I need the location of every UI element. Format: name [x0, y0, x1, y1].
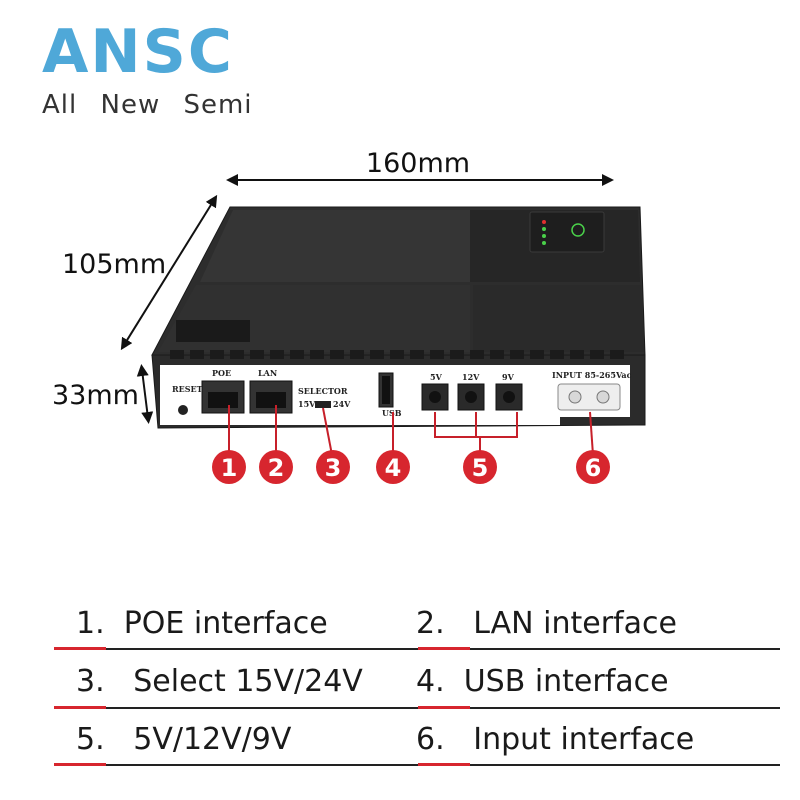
- svg-text:5: 5: [472, 454, 489, 482]
- legend-item-6: 6. Input interface: [416, 722, 695, 757]
- marker-4: 4: [376, 450, 410, 484]
- legend-item-3: 3. Select 15V/24V: [76, 664, 363, 699]
- ac-input-socket: [557, 383, 621, 411]
- marker-1: 1: [212, 450, 246, 484]
- svg-text:6: 6: [585, 454, 602, 482]
- legend-item-1: 1. POE interface: [76, 606, 328, 641]
- status-panel: [529, 211, 605, 253]
- legend-item-5: 5. 5V/12V/9V: [76, 722, 292, 757]
- power-icon: [571, 223, 585, 237]
- selector-24v: 24V: [333, 399, 351, 409]
- logo-mark: ANSC: [42, 17, 234, 87]
- selector-switch: [315, 401, 331, 408]
- marker-6: 6: [576, 450, 610, 484]
- dc-9v-label: 9V: [502, 372, 515, 382]
- dc-5v-port: [421, 383, 449, 411]
- svg-text:2: 2: [268, 454, 285, 482]
- svg-text:3: 3: [325, 454, 342, 482]
- depth-arrow: [120, 194, 218, 351]
- svg-text:1: 1: [221, 454, 238, 482]
- svg-text:4: 4: [385, 454, 402, 482]
- dc-12v-port: [457, 383, 485, 411]
- legend-item-2: 2. LAN interface: [416, 606, 677, 641]
- reset-hole: [178, 405, 188, 415]
- height-arrow: [136, 364, 154, 424]
- usb-label: USB: [382, 408, 402, 418]
- lan-label: LAN: [258, 368, 277, 378]
- brand-logo: ANSC All New Semi: [42, 22, 272, 122]
- logo-subtitle: All New Semi: [42, 90, 253, 120]
- dc-12v-label: 12V: [462, 372, 480, 382]
- device-label-plate: [176, 320, 250, 342]
- marker-3: 3: [316, 450, 350, 484]
- leader-lines: [228, 405, 594, 456]
- height-label: 33mm: [52, 380, 139, 411]
- reset-label: RESET: [172, 384, 203, 394]
- input-label: INPUT 85-265Vac: [552, 370, 632, 380]
- marker-2: 2: [259, 450, 293, 484]
- dc-5v-label: 5V: [430, 372, 443, 382]
- depth-label: 105mm: [62, 249, 166, 280]
- selector-15v: 15V: [298, 399, 316, 409]
- width-label: 160mm: [366, 148, 470, 179]
- selector-label: SELECTOR: [298, 386, 348, 396]
- marker-5: 5: [463, 450, 497, 484]
- legend-item-4: 4. USB interface: [416, 664, 669, 699]
- poe-label: POE: [212, 368, 231, 378]
- product-diagram: 160mm 105mm 33mm RESET POE LAN: [52, 148, 646, 484]
